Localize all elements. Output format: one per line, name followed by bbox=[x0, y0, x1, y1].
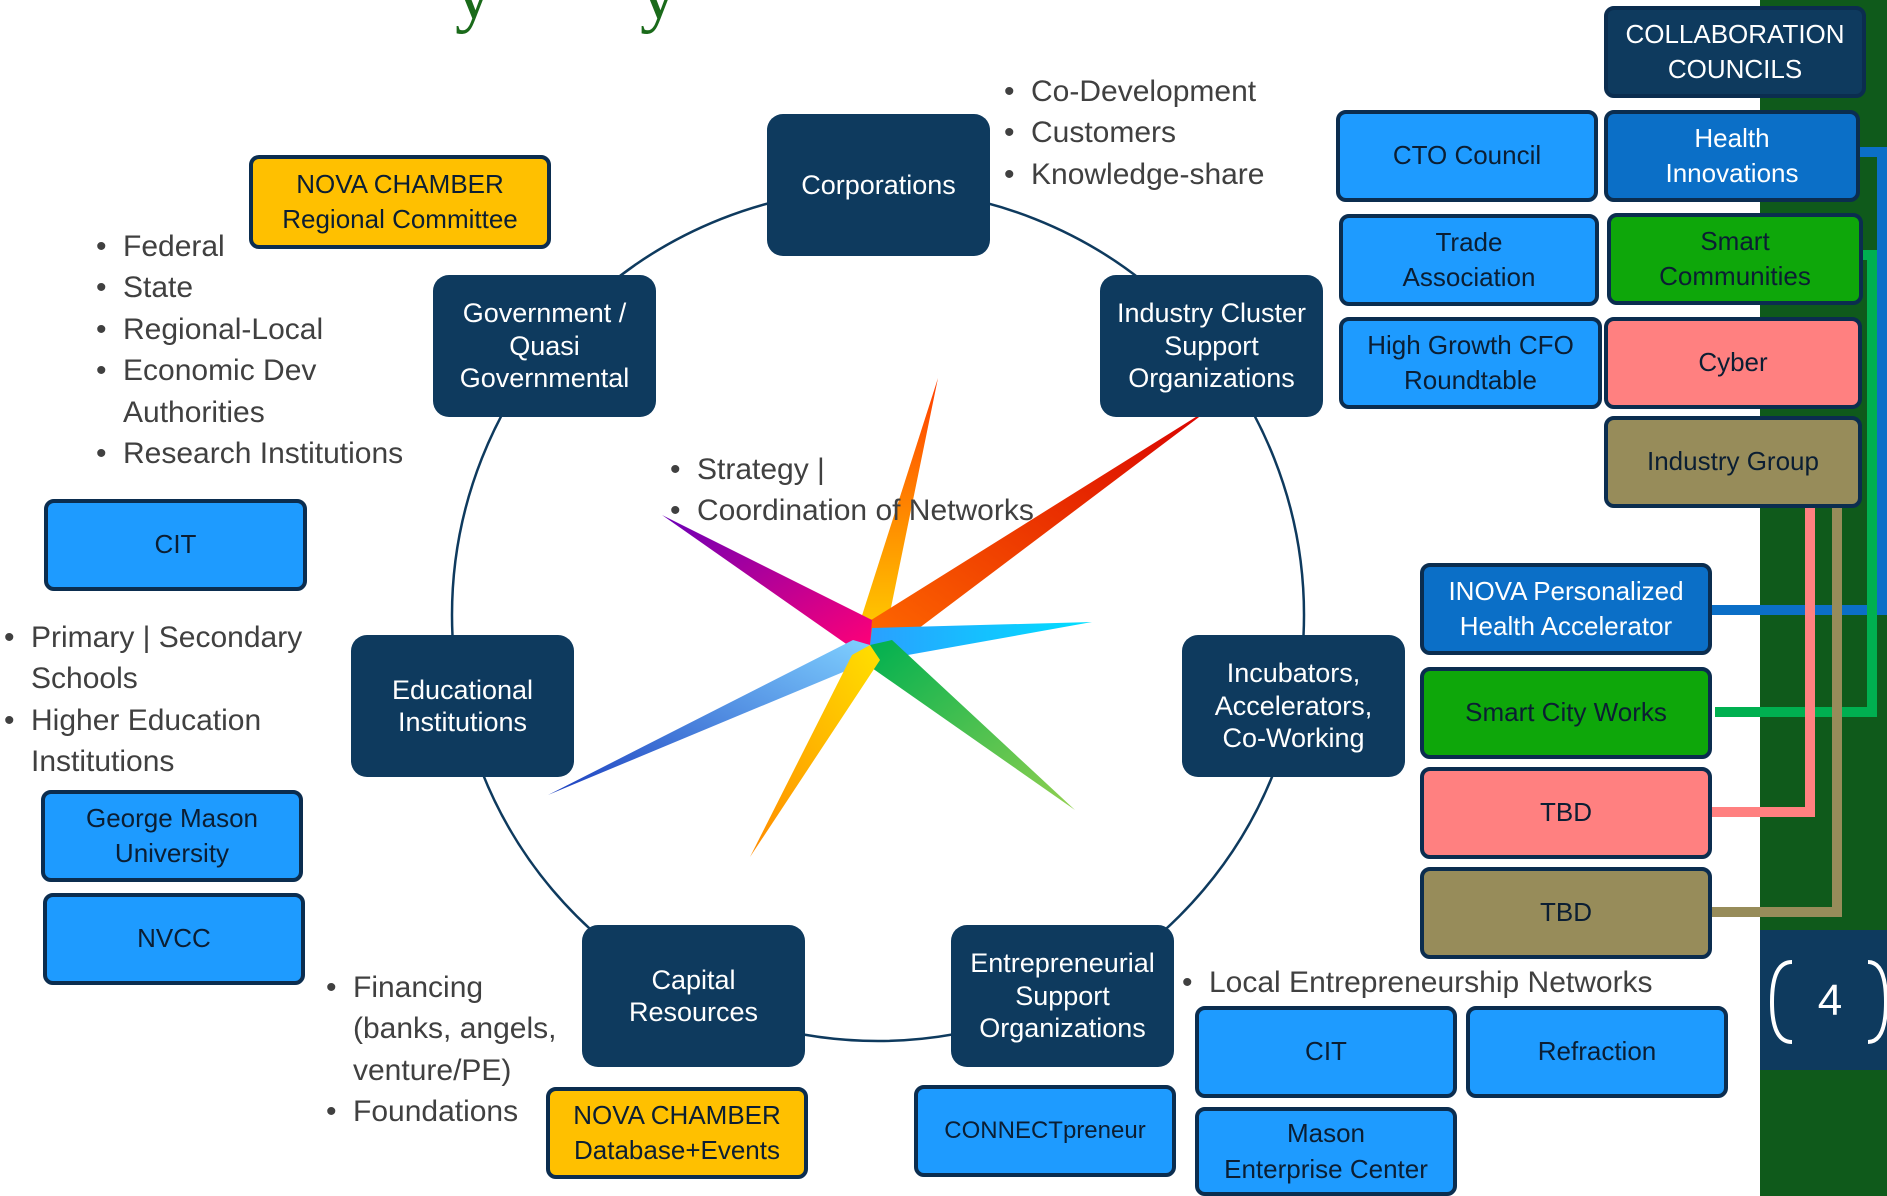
nvcc-box: NVCC bbox=[43, 893, 305, 985]
bullet-item: Primary | Secondary Schools bbox=[4, 617, 334, 700]
bullet-item: Higher Education Institutions bbox=[4, 700, 334, 783]
star-ray-green bbox=[870, 640, 1075, 810]
cyber-connector bbox=[1712, 505, 1815, 817]
bullet-item: Research Institutions bbox=[96, 433, 436, 475]
page-number: 4 bbox=[1817, 976, 1843, 1025]
hub-government: Government / Quasi Governmental bbox=[433, 275, 656, 417]
education-bullets: Primary | Secondary Schools Higher Educa… bbox=[4, 617, 334, 783]
hub-entrepreneurial: Entrepreneurial Support Organizations bbox=[951, 925, 1174, 1067]
corporations-bullets: Co-Development Customers Knowledge-share bbox=[1004, 71, 1304, 196]
bullet-item: Financing (banks, angels, venture/PE) bbox=[326, 967, 571, 1091]
page-bracket-right bbox=[1867, 960, 1887, 1044]
cto-council-box: CTO Council bbox=[1336, 110, 1598, 202]
refraction-box: Refraction bbox=[1466, 1006, 1728, 1098]
cit-left-box: CIT bbox=[44, 499, 307, 591]
bullet-item: Strategy | bbox=[670, 449, 1090, 491]
nova-chamber-regional: NOVA CHAMBER Regional Committee bbox=[249, 155, 551, 249]
hub-incubators: Incubators, Accelerators, Co-Working bbox=[1182, 635, 1405, 777]
star-ray-yellow bbox=[750, 645, 880, 857]
connectpreneur-box: CONNECTpreneur bbox=[914, 1085, 1176, 1177]
bullet-item: State bbox=[96, 267, 436, 309]
bullet-item: Local Entrepreneurship Networks bbox=[1182, 962, 1742, 1004]
george-mason-box: George Mason University bbox=[41, 790, 303, 882]
page-number-panel bbox=[1760, 930, 1887, 1070]
government-bullets: Federal State Regional-Local Economic De… bbox=[96, 226, 436, 475]
smart-communities-box: Smart Communities bbox=[1607, 213, 1863, 305]
smart-city-works-box: Smart City Works bbox=[1420, 667, 1712, 759]
industry-group-box: Industry Group bbox=[1604, 416, 1862, 508]
bullet-item: Economic Dev Authorities bbox=[96, 350, 368, 433]
nova-chamber-database: NOVA CHAMBER Database+Events bbox=[546, 1087, 808, 1179]
title-fragment: y y bbox=[455, 0, 677, 37]
star-ray-purple bbox=[662, 515, 872, 648]
mason-enterprise-box: Mason Enterprise Center bbox=[1195, 1107, 1457, 1196]
center-bullets: Strategy | Coordination of Networks bbox=[670, 449, 1090, 532]
tbd-olive-box: TBD bbox=[1420, 867, 1712, 959]
bullet-item: Co-Development bbox=[1004, 71, 1304, 113]
cit-bottom-box: CIT bbox=[1195, 1006, 1457, 1098]
bullet-item: Regional-Local bbox=[96, 309, 436, 351]
hub-corporations: Corporations bbox=[767, 114, 990, 256]
bullet-item: Coordination of Networks bbox=[670, 490, 1090, 532]
star-ray-blue bbox=[548, 640, 870, 795]
hub-educational: Educational Institutions bbox=[351, 635, 574, 777]
capital-bullets: Financing (banks, angels, venture/PE) Fo… bbox=[326, 967, 571, 1133]
hub-industry-cluster: Industry Cluster Support Organizations bbox=[1100, 275, 1323, 417]
smart-connector bbox=[1715, 250, 1877, 717]
trade-association-box: Trade Association bbox=[1339, 214, 1599, 306]
bullet-item: Foundations bbox=[326, 1091, 571, 1133]
collaboration-councils-header: COLLABORATION COUNCILS bbox=[1604, 6, 1866, 98]
bullet-item: Federal bbox=[96, 226, 436, 268]
health-innovations-box: Health Innovations bbox=[1604, 110, 1860, 202]
page-bracket-left bbox=[1769, 960, 1793, 1044]
bullet-item: Customers bbox=[1004, 112, 1304, 154]
bullet-item: Knowledge-share bbox=[1004, 154, 1304, 196]
industry-connector bbox=[1712, 505, 1842, 917]
star-ray-cyan bbox=[870, 622, 1092, 660]
tbd-red-box: TBD bbox=[1420, 767, 1712, 859]
entrepreneurial-bullets: Local Entrepreneurship Networks bbox=[1182, 962, 1742, 1004]
hub-capital: Capital Resources bbox=[582, 925, 805, 1067]
inova-box: INOVA Personalized Health Accelerator bbox=[1420, 563, 1712, 655]
cyber-box: Cyber bbox=[1604, 317, 1862, 409]
high-growth-cfo-box: High Growth CFO Roundtable bbox=[1339, 317, 1602, 409]
